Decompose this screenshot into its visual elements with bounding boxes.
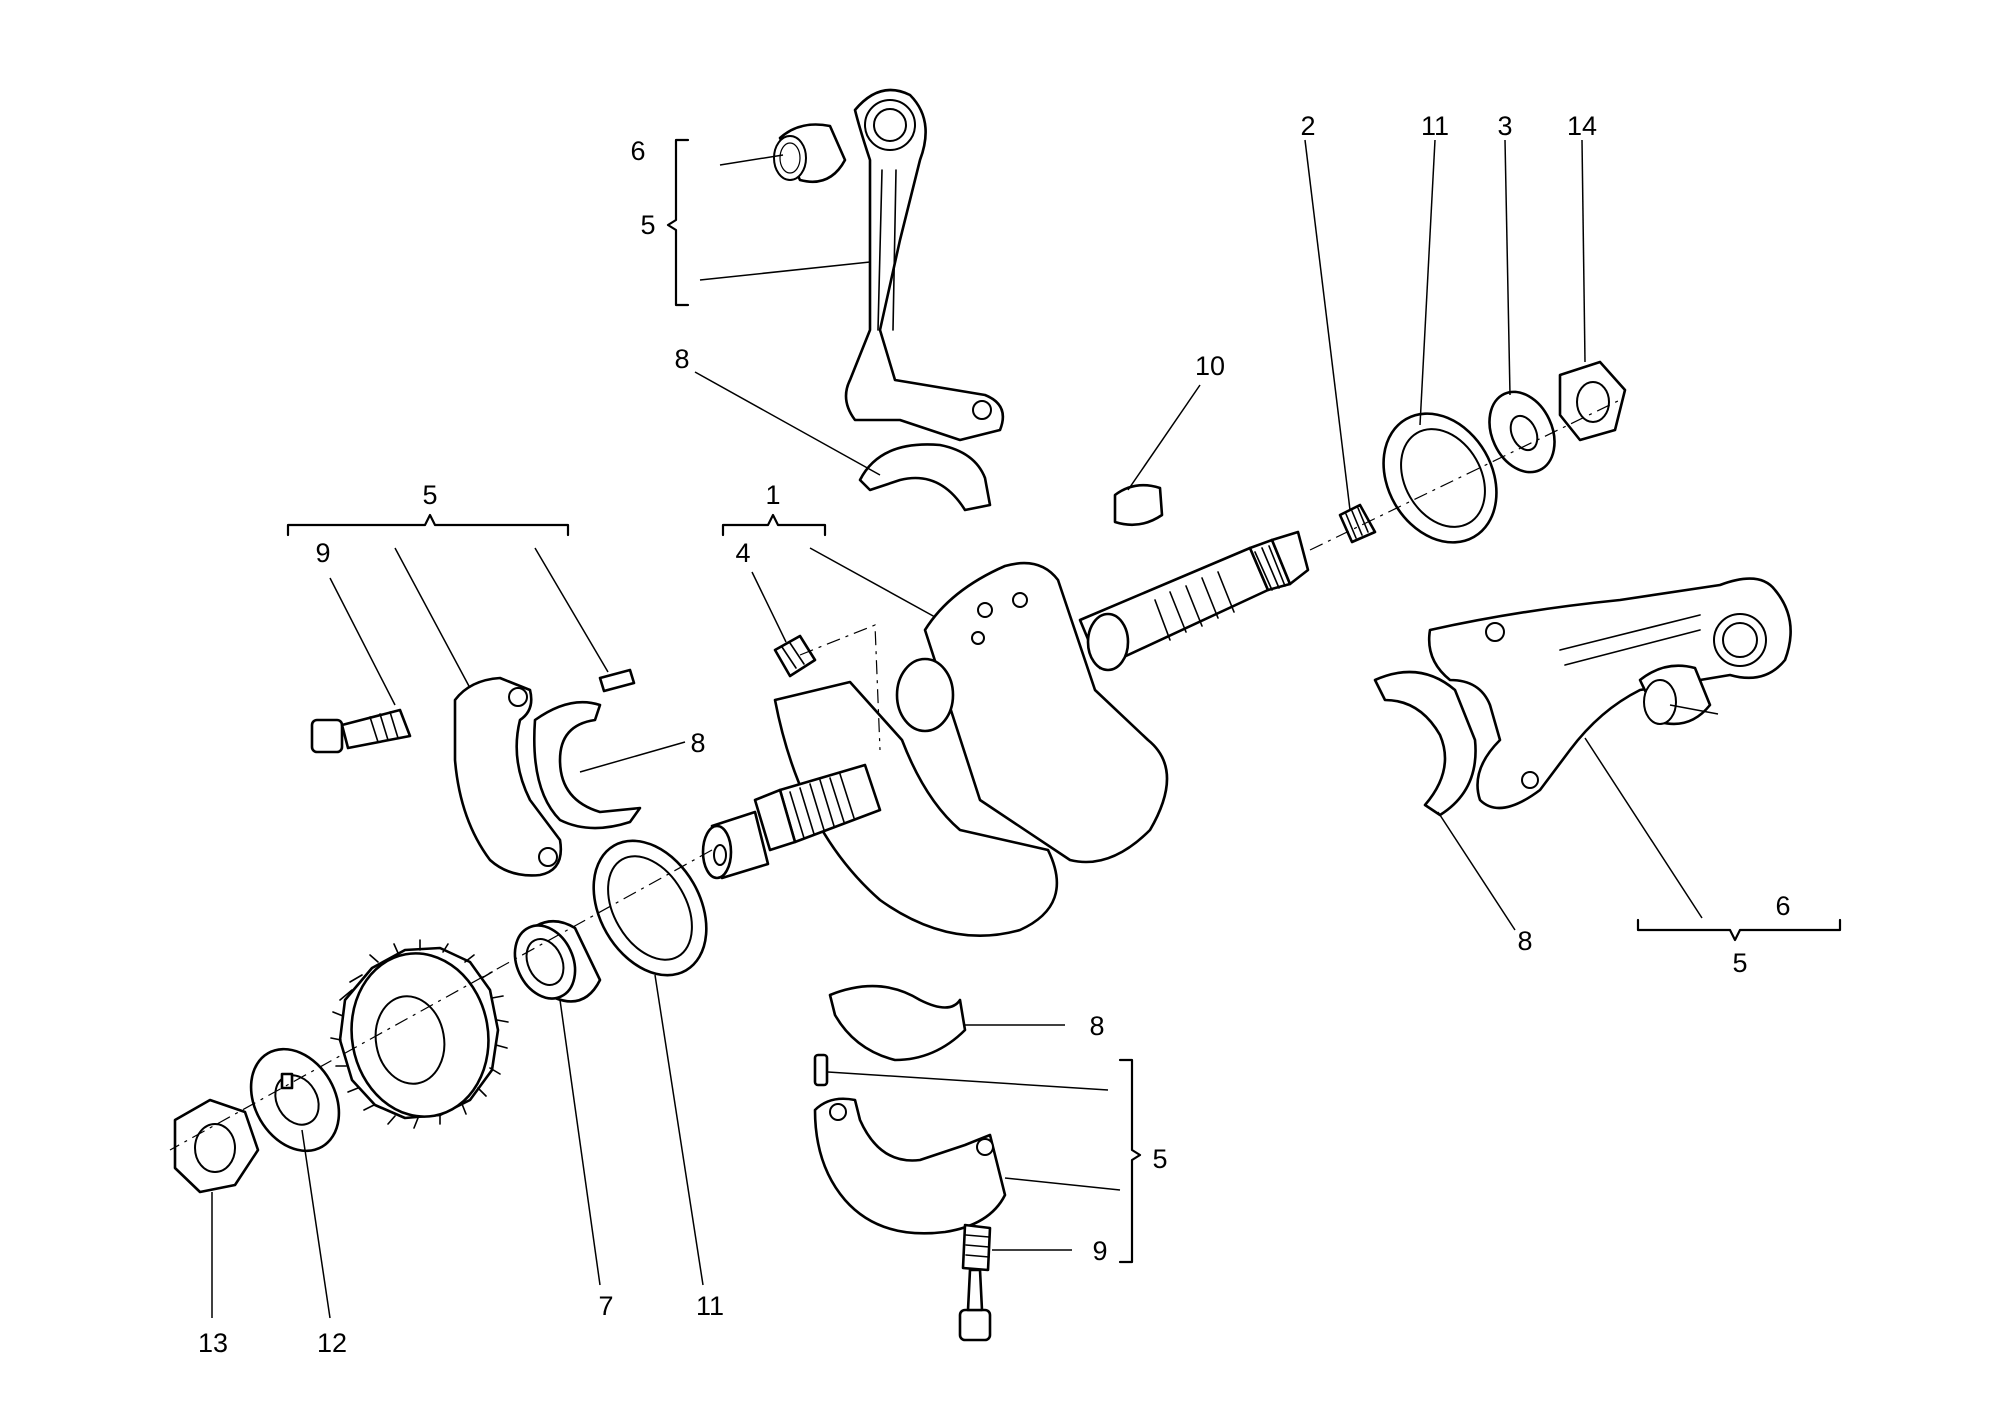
callout-12: 12: [317, 1328, 347, 1358]
grub-screw-2: [1338, 503, 1377, 544]
callout-8-left: 8: [690, 728, 705, 758]
callout-10: 10: [1195, 351, 1225, 381]
group-braces: [286, 138, 1842, 1264]
cap-bolt-left: [310, 708, 412, 754]
bearing-shell-bottom: [828, 984, 967, 1062]
callout-11-right: 11: [1421, 111, 1449, 141]
connecting-rod-top: [844, 88, 1005, 442]
nut-13: [173, 1098, 260, 1194]
callout-5-right: 5: [1732, 948, 1747, 978]
callout-13: 13: [198, 1328, 228, 1358]
gear: [330, 939, 509, 1129]
callout-3: 3: [1497, 111, 1512, 141]
callout-labels: 6 5 8 10 2 11 3 14 5 1 9 4 8 6 8 5 8 5 9…: [198, 111, 1791, 1358]
dowel-pin-bottom: [813, 1053, 829, 1087]
callout-7: 7: [598, 1291, 613, 1321]
callout-4: 4: [735, 538, 750, 568]
oil-seal-7: [513, 920, 602, 1003]
bearing-shell-top: [858, 443, 992, 512]
key-10: [1113, 483, 1164, 527]
crankshaft: [701, 530, 1310, 937]
callout-5-top: 5: [640, 210, 655, 240]
connecting-rod-right: [1427, 577, 1792, 810]
washer-11-left: [592, 839, 708, 977]
grub-screw-4: [773, 634, 817, 678]
callout-1: 1: [765, 480, 780, 510]
callout-11-left: 11: [696, 1291, 724, 1321]
cap-bolt-bottom: [958, 1223, 992, 1342]
nut-14: [1558, 360, 1627, 442]
dowel-pin-left: [598, 668, 636, 693]
callout-9-bottom: 9: [1092, 1236, 1107, 1266]
callout-8-top: 8: [674, 344, 689, 374]
assembly-axes: [169, 399, 1621, 1151]
leader-lines: [211, 139, 1719, 1319]
callout-6-top: 6: [630, 136, 645, 166]
rod-cap-left: [453, 676, 563, 877]
callout-5-left: 5: [422, 480, 437, 510]
callout-2: 2: [1300, 111, 1315, 141]
tab-washer-12: [249, 1047, 341, 1153]
callout-8-bottom: 8: [1089, 1011, 1104, 1041]
callout-5-bottom: 5: [1152, 1144, 1167, 1174]
bushing-top: [773, 123, 847, 184]
callout-8-right: 8: [1517, 926, 1532, 956]
bearing-shell-right: [1373, 670, 1477, 817]
callout-6-right: 6: [1775, 891, 1790, 921]
washer-3: [1488, 390, 1556, 474]
rod-cap-bottom: [813, 1097, 1007, 1235]
callout-14: 14: [1567, 111, 1597, 141]
callout-9-left: 9: [315, 538, 330, 568]
washer-11-right: [1382, 412, 1498, 544]
bearing-shell-left: [533, 700, 642, 830]
